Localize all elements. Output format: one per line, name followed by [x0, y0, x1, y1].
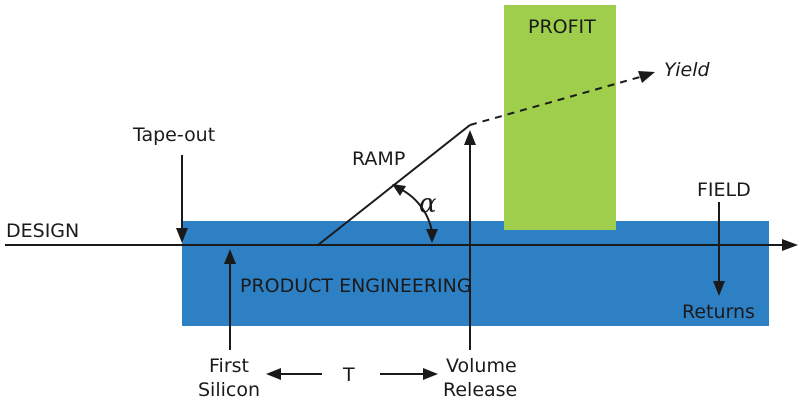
first-silicon-label-line1: First: [209, 355, 249, 377]
volume-release-arrow-head: [464, 130, 476, 145]
tape-out-label: Tape-out: [132, 124, 215, 146]
first-silicon-arrow-head: [224, 249, 236, 264]
design-label: DESIGN: [6, 220, 79, 242]
field-label: FIELD: [697, 179, 751, 201]
t-right-arrow-head: [423, 368, 438, 380]
t-interval-label: T: [342, 364, 355, 386]
volume-release-label-line2: Release: [443, 379, 517, 401]
yield-arrow-head: [638, 71, 655, 83]
product-engineering-label: PRODUCT ENGINEERING: [240, 275, 472, 297]
yield-label: Yield: [664, 59, 711, 81]
profit-bar: [504, 5, 616, 230]
yield-dashed-line: [469, 76, 641, 126]
tape-out-arrow-head: [176, 228, 188, 243]
first-silicon-label-line2: Silicon: [198, 379, 260, 401]
timeline-arrow-head: [782, 239, 798, 251]
returns-label: Returns: [682, 301, 755, 323]
alpha-arc-head-bottom: [426, 229, 438, 243]
field-returns-arrow-head: [713, 281, 725, 296]
product-engineering-band: [182, 221, 769, 326]
ramp-label: RAMP: [352, 148, 405, 170]
alpha-label: α: [419, 189, 437, 219]
alpha-arc-head-top: [392, 184, 406, 196]
profit-label: PROFIT: [528, 16, 596, 38]
volume-release-label-line1: Volume: [446, 355, 517, 377]
t-left-arrow-head: [266, 368, 281, 380]
